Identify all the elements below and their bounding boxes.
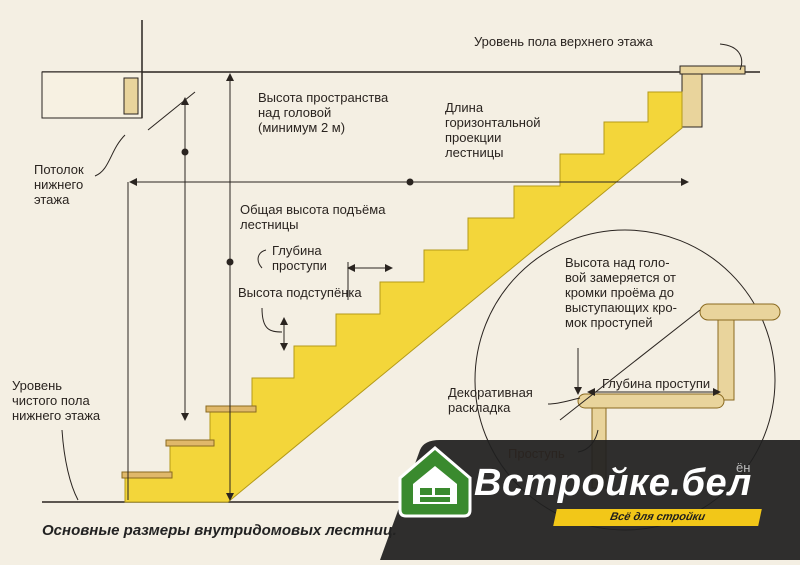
headroom-leader (147, 91, 196, 131)
tread-leader (257, 249, 267, 269)
total-rise-dot (226, 258, 234, 266)
figure-caption: Основные размеры внутридомовых лестниц. (42, 522, 397, 539)
upper-landing-board (679, 65, 746, 75)
floor-leader (61, 429, 79, 501)
brand-tagline: Всё для стройки (553, 509, 762, 526)
upper-floor-leader (719, 43, 743, 71)
riser-height-label: Высота подступёнка (238, 285, 362, 300)
house-logo-icon (398, 446, 472, 518)
hidden-tail-label: ён (736, 460, 751, 475)
ceiling-leader (94, 134, 126, 177)
detail-tread-depth-label: Глубина проступи (602, 376, 711, 391)
upper-floor-label: Уровень пола верхнего этажа (474, 34, 653, 49)
horizontal-length-dot (406, 178, 414, 186)
headroom-dot (181, 148, 189, 156)
upper-landing-beam (681, 71, 703, 128)
riser-leader (261, 307, 283, 333)
trim-leader (547, 397, 581, 405)
stair-stringer (124, 91, 683, 503)
brand-name: Встройке.бел (474, 462, 752, 504)
brand-banner (380, 440, 800, 560)
tread-label: Проступь (508, 446, 565, 461)
detail-slope-line (559, 309, 701, 421)
beam-left (123, 77, 139, 115)
